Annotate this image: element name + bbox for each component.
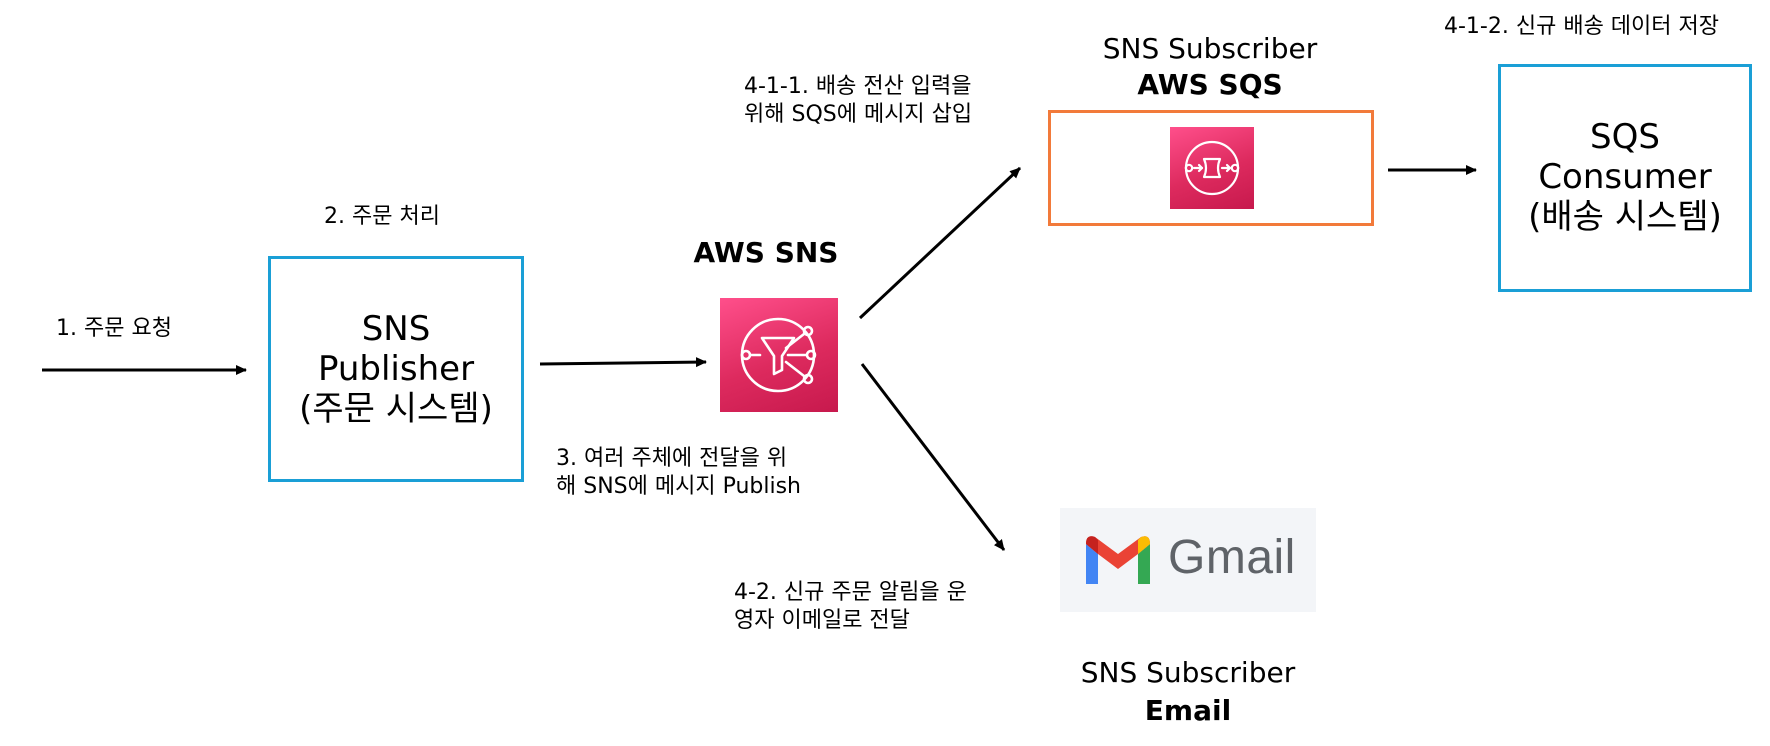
sqs-consumer-box: SQS Consumer (배송 시스템) [1498,64,1752,292]
sqs-subscriber-caption: SNS Subscriber [1102,32,1318,65]
step-4-1-1-label-line1: 4-1-1. 배송 전산 입력을 [744,74,972,99]
arrow-to-sqs [858,166,1022,320]
consumer-line2: Consumer [1538,157,1712,197]
step-4-1-2-label: 4-1-2. 신규 배송 데이터 저장 [1444,14,1719,39]
gmail-logo: Gmail [1060,508,1316,612]
sns-fanout-icon [720,298,838,412]
step-2-label: 2. 주문 처리 [324,204,440,229]
consumer-line3: (배송 시스템) [1528,197,1722,237]
publisher-line3: (주문 시스템) [299,389,493,429]
email-subscriber-caption: SNS Subscriber [1080,656,1296,689]
step-3-label-line1: 3. 여러 주체에 전달을 위 [556,446,788,471]
publisher-line1: SNS [361,309,431,349]
step-4-2-label-line1: 4-2. 신규 주문 알림을 운 [734,580,967,605]
sns-title: AWS SNS [693,236,839,269]
step-1-label: 1. 주문 요청 [56,316,172,341]
step-4-1-1-label-line2: 위해 SQS에 메시지 삽입 [744,102,973,127]
consumer-line1: SQS [1590,117,1660,157]
arrow-publish [539,357,707,368]
gmail-m-icon [1086,536,1150,584]
arrow-to-email [860,363,1006,551]
step-3-label-line2: 해 SNS에 메시지 Publish [556,474,801,499]
sns-publisher-box: SNS Publisher (주문 시스템) [268,256,524,482]
email-subscriber-title: Email [1144,694,1232,727]
gmail-wordmark: Gmail [1168,531,1296,584]
sqs-subscriber-box [1048,110,1374,226]
step-4-2-label-line2: 영자 이메일로 전달 [734,608,910,633]
sqs-queue-icon [1170,127,1254,209]
publisher-line2: Publisher [317,349,475,389]
sqs-subscriber-title: AWS SQS [1137,68,1283,101]
